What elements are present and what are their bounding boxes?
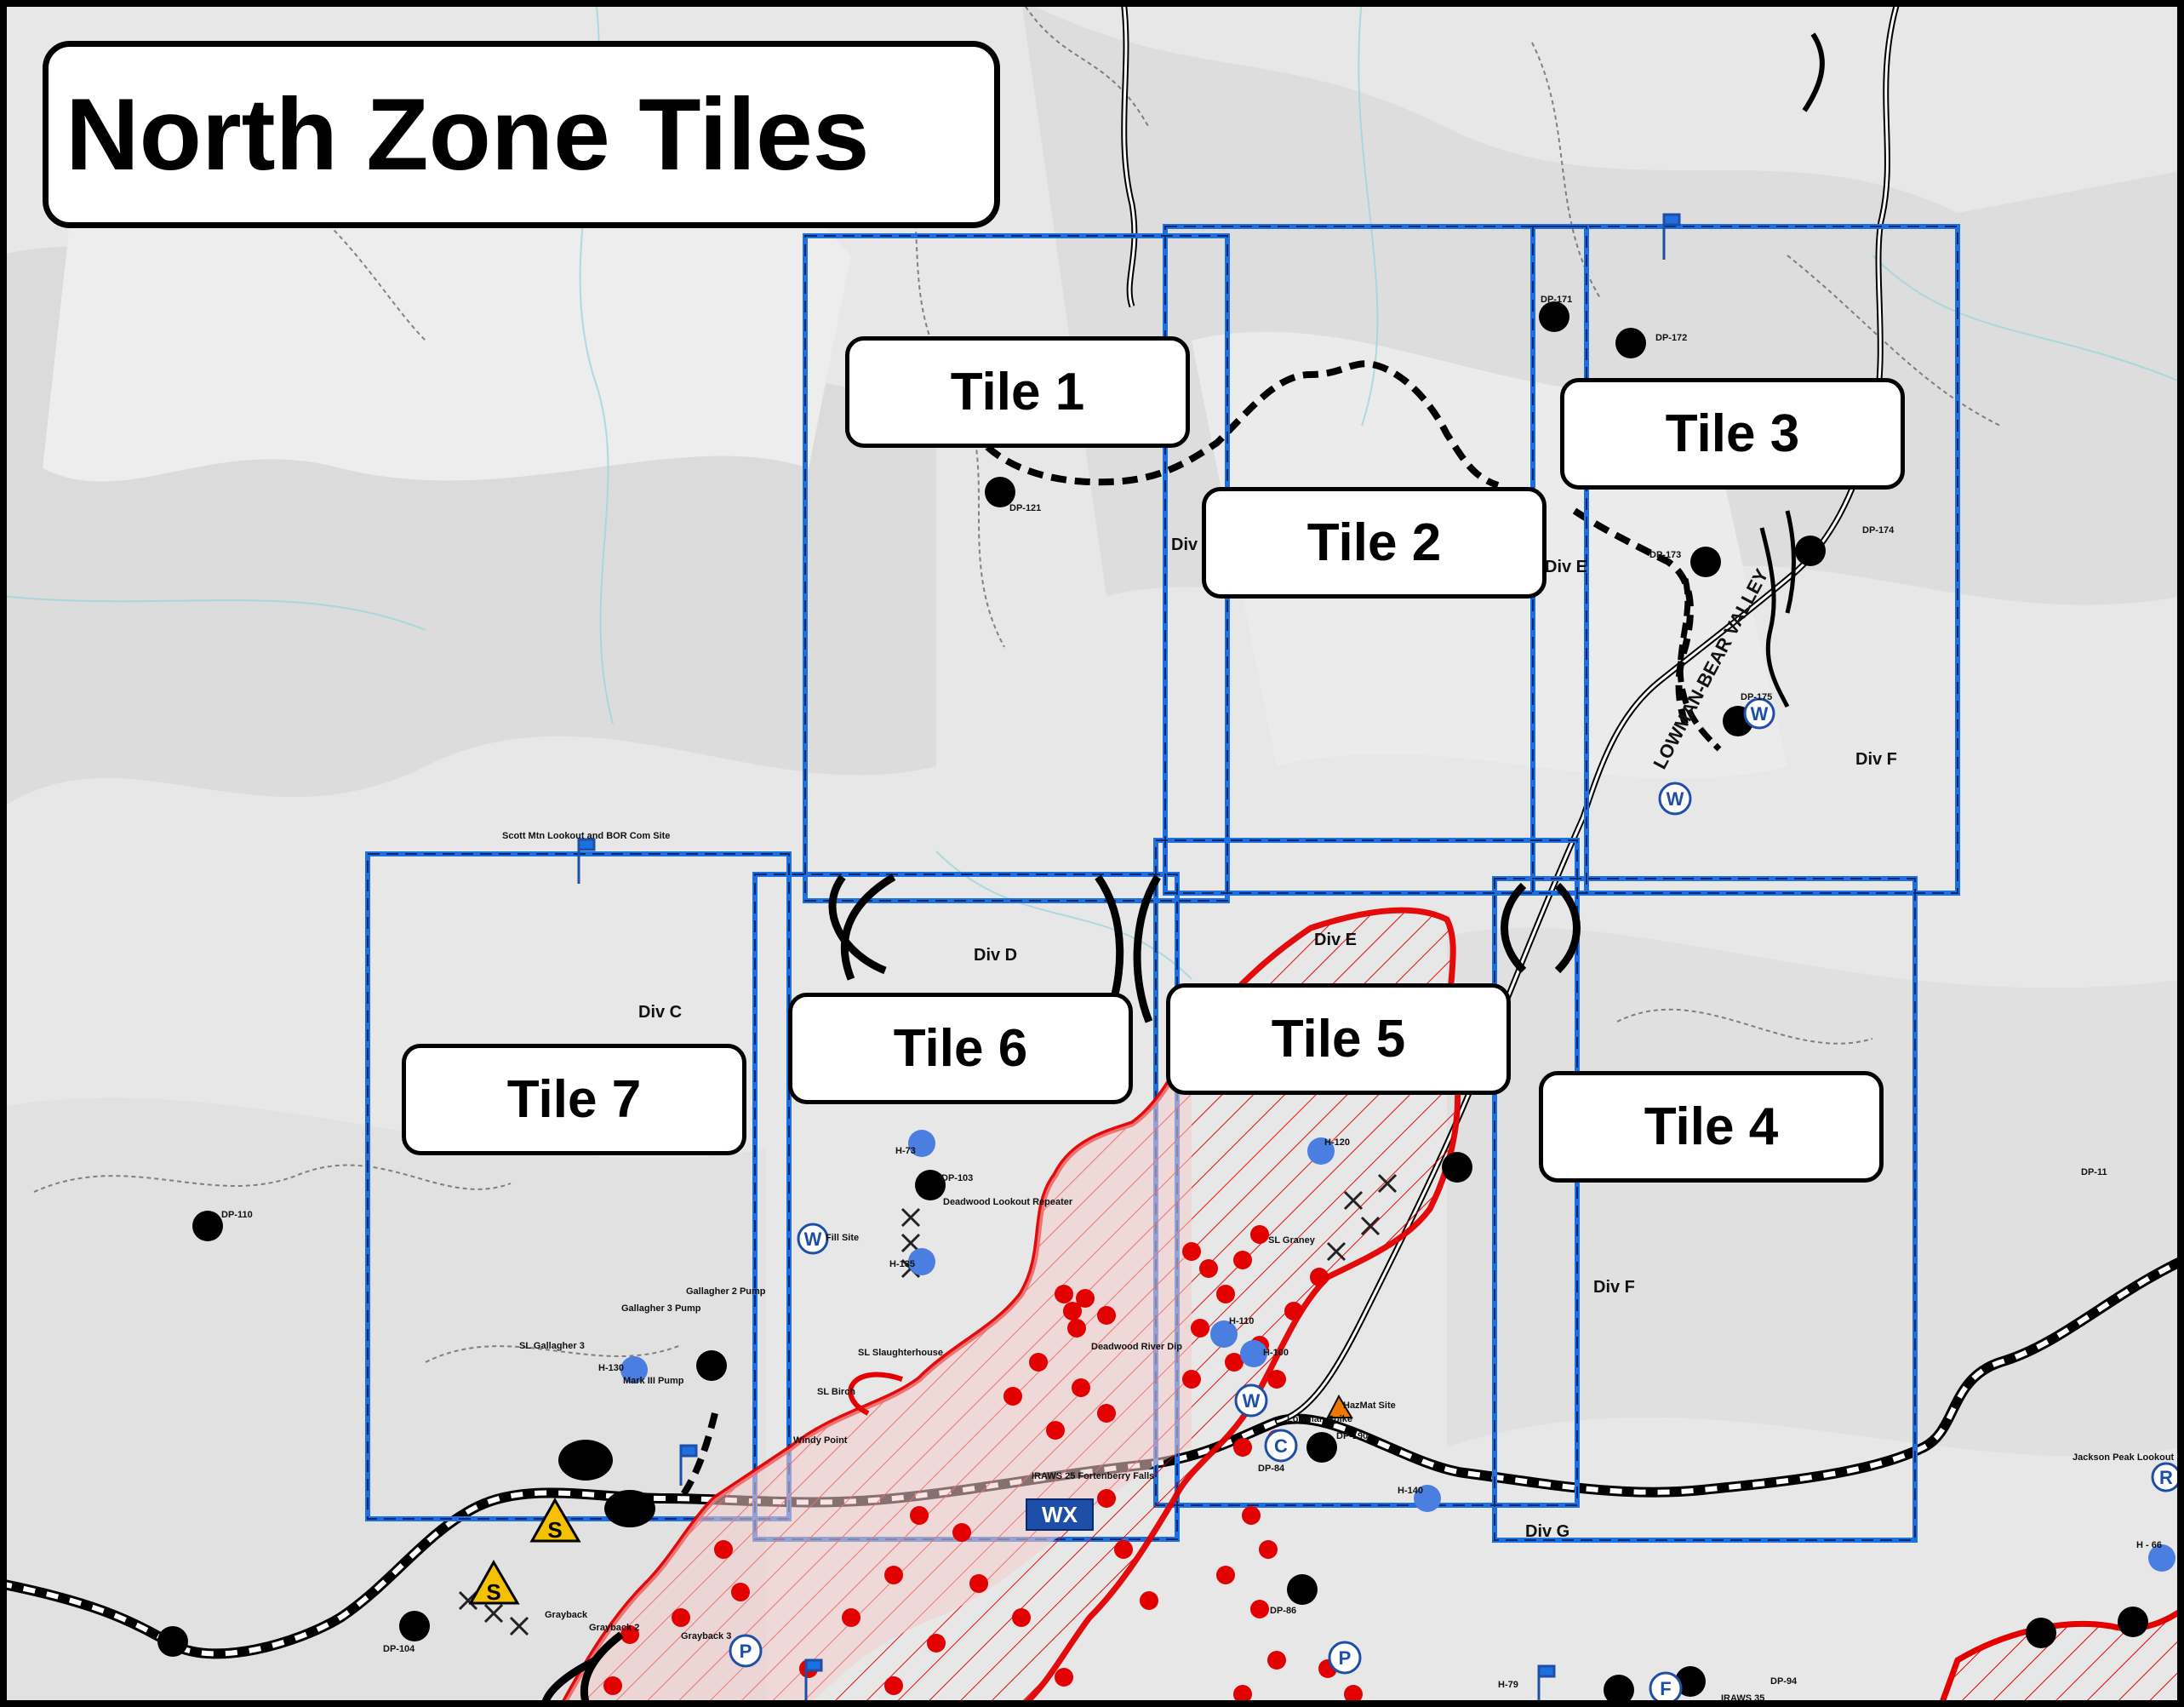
div-f-lower-label: Div F [1593,1278,1635,1297]
h66-label: H - 66 [2136,1540,2162,1550]
tile-3-label[interactable]: Tile 3 [1560,378,1905,490]
gallagher2-pump-label: Gallagher 2 Pump [686,1286,766,1297]
windy-point-label: Windy Point [793,1435,848,1446]
red-points [603,1225,1363,1704]
div-e-upper-label: Div E [1545,558,1587,576]
dp104-label: DP-104 [383,1644,415,1654]
gallagher3-pump-label: Gallagher 3 Pump [621,1303,701,1314]
tile-7-label[interactable]: Tile 7 [402,1044,746,1155]
fill-site-label: Fill Site [826,1233,859,1243]
jackson-peak-label: Jackson Peak Lookout [2073,1452,2175,1463]
svg-text:S: S [486,1579,500,1605]
sl-birch-label: SL Birch [817,1387,855,1397]
svg-text:C: C [1274,1435,1288,1457]
h73-label: H-73 [895,1146,916,1156]
drop-points [157,301,2148,1705]
sl-slaughterhouse-label: SL Slaughterhouse [858,1348,943,1358]
tile-6-label[interactable]: Tile 6 [788,993,1133,1104]
water-letters: W W W W C R P P F [740,703,2173,1699]
dp174-label: DP-174 [1862,525,1895,536]
h110-label: H-110 [1229,1316,1254,1326]
dp11-label: DP-11 [2081,1167,2107,1177]
mark3-pump-label: Mark III Pump [623,1376,684,1386]
svg-text:W: W [1751,703,1769,725]
svg-text:P: P [1339,1647,1352,1669]
div-f-upper-label: Div F [1855,750,1897,769]
weather-station-badge: WX [1026,1498,1094,1531]
div-d-label: Div D [974,946,1017,965]
div-d-partial-label: Div [1171,536,1198,554]
trails [33,0,2001,1363]
h140-label: H-140 [1398,1486,1423,1496]
svg-text:W: W [1243,1390,1261,1412]
div-c-label: Div C [638,1003,682,1022]
tile-2-label[interactable]: Tile 2 [1202,487,1547,599]
dp173-label: DP-173 [1649,550,1681,560]
dp103-label: DP-103 [941,1173,973,1183]
lowman-spike-label: Lowman Spike [1287,1414,1352,1424]
grayback3-label: Grayback 3 [681,1631,731,1641]
map-title-box: North Zone Tiles [43,41,1000,228]
dp171-label: DP-171 [1541,295,1572,305]
iraws35-label: IRAWS 35 [1721,1693,1764,1704]
h135-label: H-135 [889,1259,915,1269]
hazard-lines [458,1173,1398,1636]
containment-line [677,360,1694,1501]
helispots [620,1130,2175,1572]
tile-5-label[interactable]: Tile 5 [1166,983,1511,1095]
dp84-label: DP-84 [1258,1464,1285,1474]
grayback-label: Grayback [545,1610,588,1620]
svg-text:W: W [804,1229,822,1250]
svg-text:F: F [1660,1678,1671,1699]
svg-text:S: S [547,1517,562,1543]
deadwood-river-dip-label: Deadwood River Dip [1091,1342,1182,1352]
warning-letters: S S [486,1517,562,1605]
svg-text:W: W [1667,788,1684,810]
h120-label: H-120 [1324,1137,1350,1148]
warning-triangles [468,1394,1353,1605]
deadwood-lookout-label: Deadwood Lookout Repeater [943,1197,1073,1207]
h130-label: H-130 [598,1363,624,1373]
dp110-label: DP-110 [221,1210,253,1220]
water-symbols [729,697,2181,1705]
flags [577,213,1681,1707]
svg-text:P: P [740,1641,752,1662]
weather-station-text: WX [1042,1501,1078,1527]
grayback2-label: Grayback 2 [589,1623,639,1633]
h79-label: H-79 [1498,1680,1518,1690]
svg-text:R: R [2159,1467,2173,1488]
sl-graney-label: SL Graney [1268,1235,1316,1246]
map-title: North Zone Tiles [66,77,870,192]
h100-label: H-100 [1263,1348,1289,1358]
tile-1-label[interactable]: Tile 1 [845,336,1190,448]
dp172-label: DP-172 [1655,333,1687,343]
dp175-label: DP-175 [1741,692,1772,702]
lowman-bear-valley-road-label: LOWMAN-BEAR VALLEY [1649,565,1772,773]
sl-gallagher-label: SL Gallagher 3 [519,1341,585,1351]
hazmat-label: HazMat Site [1343,1401,1396,1411]
div-g-label: Div G [1525,1522,1569,1541]
iraws25-label: IRAWS 25 Fortenberry Falls [1032,1471,1154,1481]
valley-road [1677,578,1722,752]
tile-4-label[interactable]: Tile 4 [1539,1071,1884,1183]
div-e-lower-label: Div E [1314,931,1357,949]
dp190-label: DP-190 [1336,1431,1368,1441]
dp121-label: DP-121 [1009,503,1041,513]
dp86-label: DP-86 [1270,1606,1296,1616]
dp94-label: DP-94 [1770,1676,1798,1687]
scott-mtn-label: Scott Mtn Lookout and BOR Com Site [502,831,670,841]
valley-road-solid [1759,510,1796,708]
